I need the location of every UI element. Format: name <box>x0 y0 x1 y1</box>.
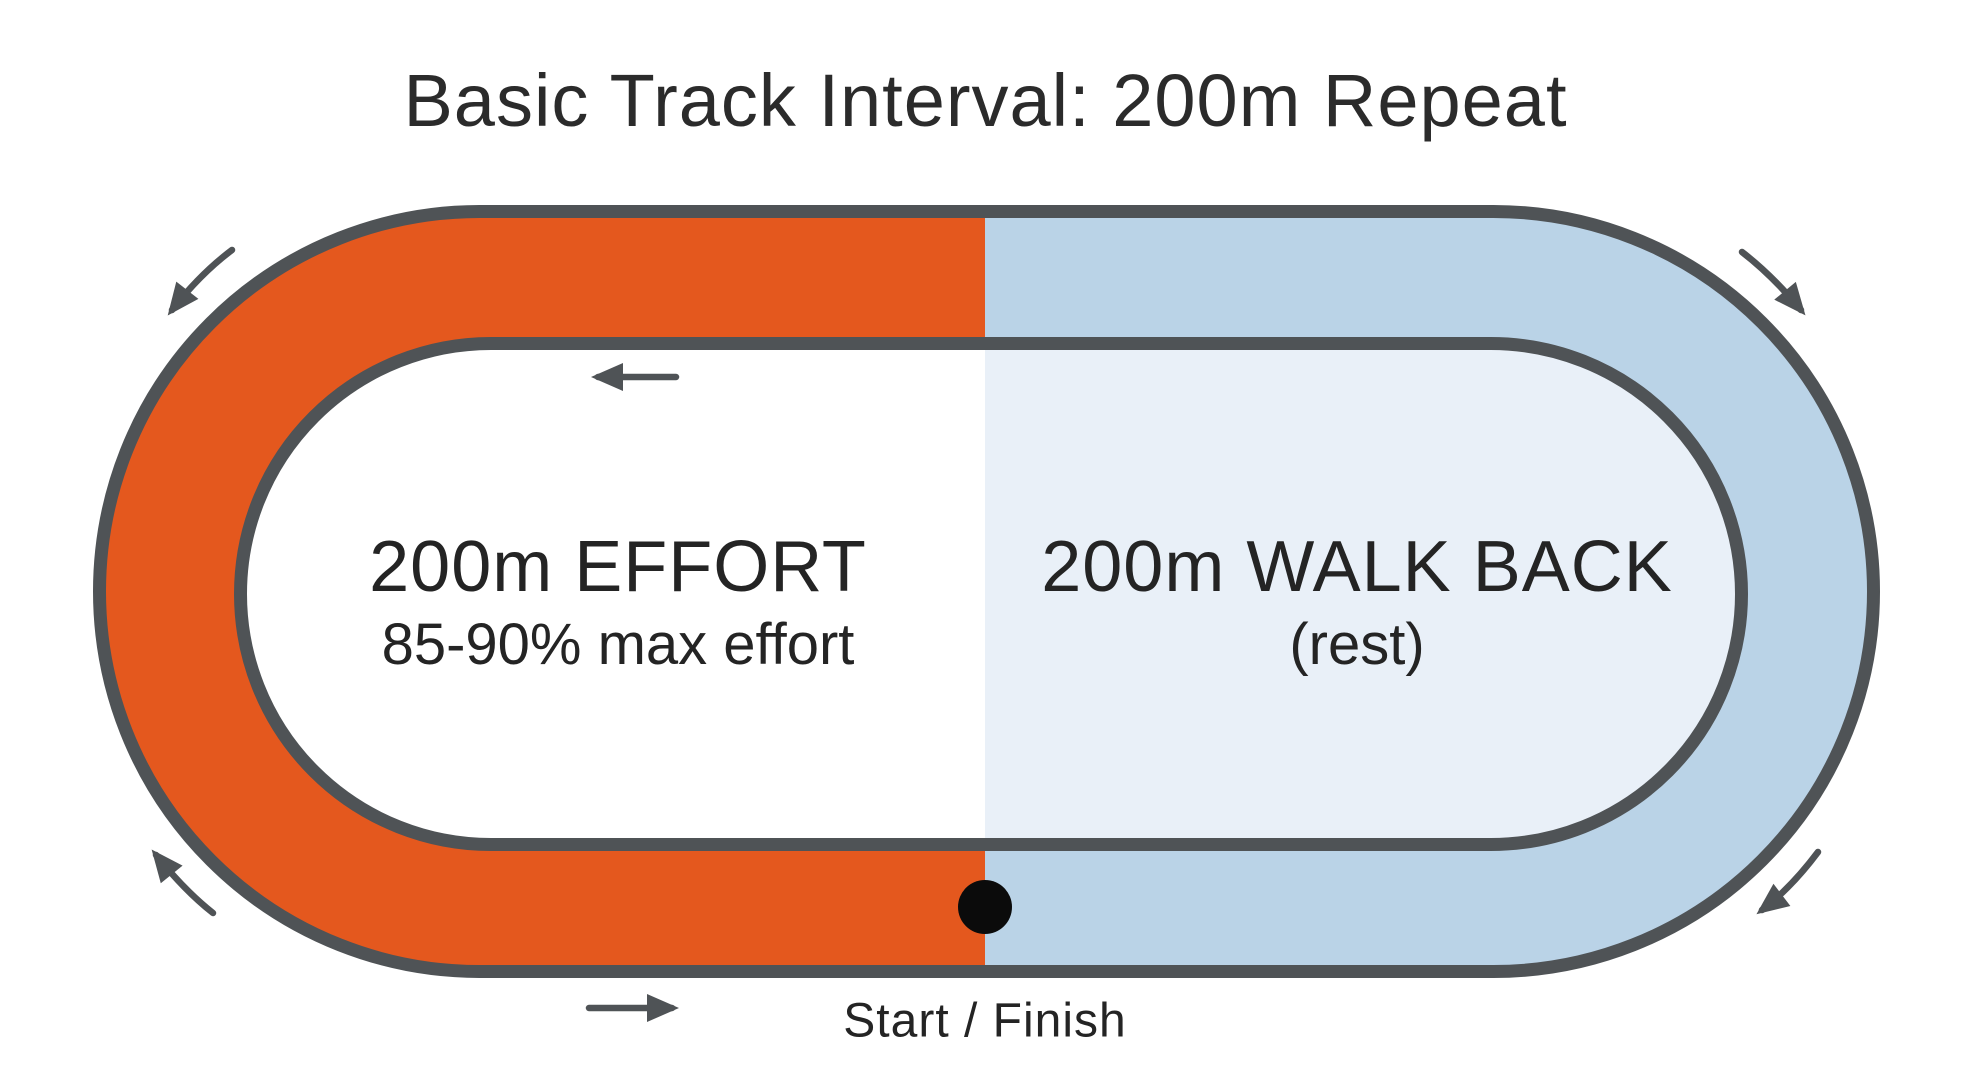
track-outer-outline <box>92 205 1881 978</box>
effort-label: 200m EFFORT <box>369 527 867 607</box>
effort-label-block: 200m EFFORT 85-90% max effort <box>369 526 867 678</box>
track-inner-outline <box>233 337 1749 851</box>
walkback-label: 200m WALK BACK <box>1041 527 1673 607</box>
direction-arrow-top-left-icon <box>167 246 236 316</box>
effort-sublabel: 85-90% max effort <box>381 612 855 677</box>
infield-right <box>985 343 1742 845</box>
direction-arrow-bottom-right-icon <box>1756 848 1822 915</box>
direction-arrow-top-right-icon <box>1738 248 1806 316</box>
diagram-title: Basic Track Interval: 200m Repeat <box>403 59 1568 142</box>
start-finish-label: Start / Finish <box>843 994 1127 1048</box>
walkback-sublabel: (rest) <box>1289 612 1425 677</box>
start-finish-marker <box>958 880 1012 934</box>
direction-arrow-bottom-left-icon <box>151 849 217 917</box>
walkback-label-block: 200m WALK BACK (rest) <box>1041 526 1673 678</box>
